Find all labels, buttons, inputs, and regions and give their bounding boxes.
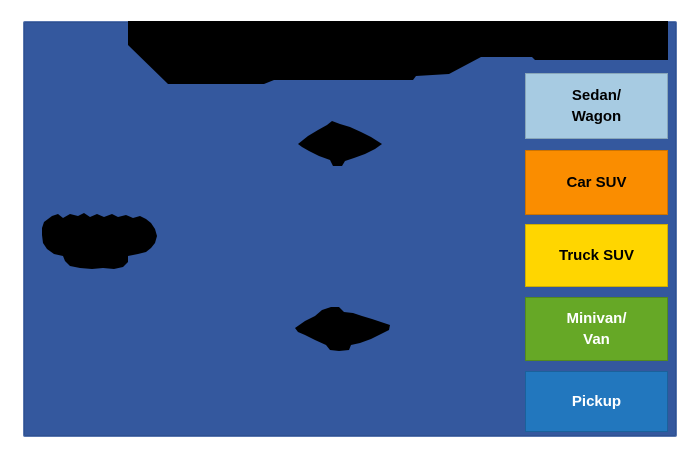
- legend-item-minivan-van: Minivan/ Van: [525, 297, 668, 361]
- legend-label-line: Sedan/: [571, 87, 622, 104]
- legend-label-line: Minivan/: [566, 310, 627, 327]
- legend-label-line: Wagon: [571, 108, 622, 125]
- legend-item-truck-suv: Truck SUV: [525, 224, 668, 287]
- legend-label-line: Van: [583, 331, 610, 348]
- legend-item-car-suv: Car SUV: [525, 150, 668, 215]
- legend-item-sedan-wagon: Sedan/ Wagon: [525, 73, 668, 139]
- legend-label-line: Car SUV: [566, 174, 627, 191]
- legend-label-line: Pickup: [571, 393, 622, 410]
- legend-item-pickup: Pickup: [525, 371, 668, 432]
- legend-label-line: Truck SUV: [558, 247, 635, 264]
